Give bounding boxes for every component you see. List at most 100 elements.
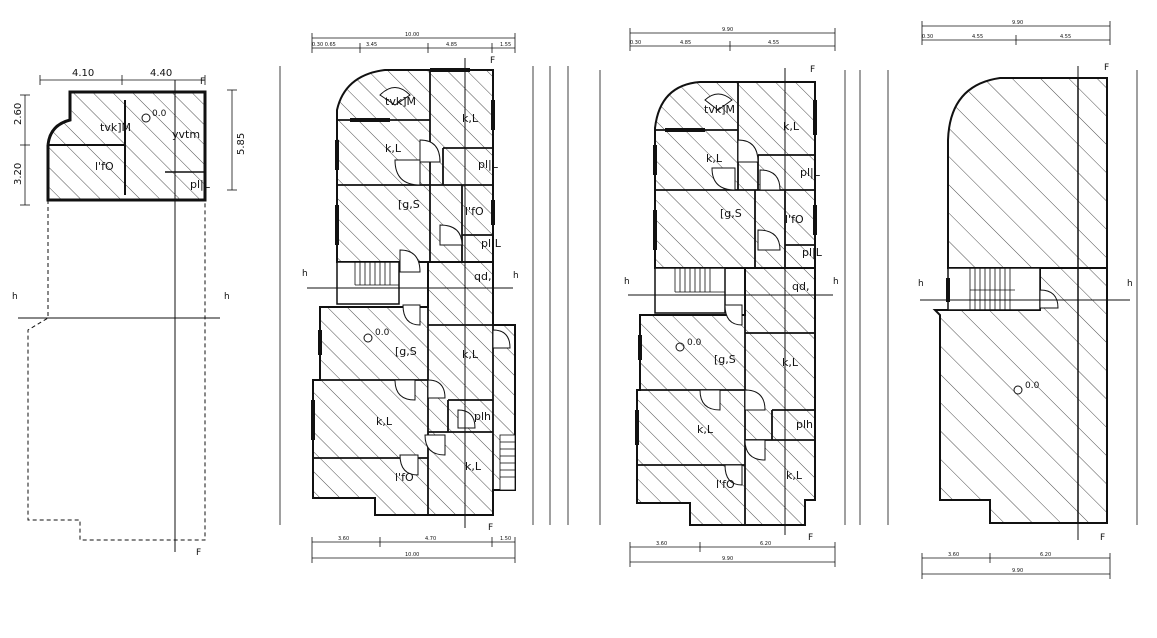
plan2-room-label: pl|L [481,237,502,250]
plan3-section-f-top: F [810,65,815,75]
plan2-dim-top: 3.45 [366,42,377,48]
plan1-dim-left-1: 2.60 [13,103,24,125]
plan1-section-h-right: h [224,292,230,302]
plan4-dim-top: 0.30 [922,34,933,40]
plan1-room-label: tvk]M [100,121,131,134]
plan3-room-label: l'fO [716,478,735,491]
plan3-dim-top: 4.85 [680,40,691,46]
plan2-dim-top: 0.30 0.65 [312,42,336,48]
plan2-room-label: k,L [462,112,479,125]
plan3-room-label: [g,S [714,353,736,366]
plan2-room-label: qd, [474,270,491,283]
plan4-section-f-bottom: F [1100,533,1105,543]
plan4-section-f-top: F [1104,63,1109,73]
plan-3 [599,28,861,567]
plan-2 [279,33,569,563]
plan3-section-h-right: h [833,277,839,287]
plan1-dim-right: 5.85 [236,133,247,155]
plan2-level-marker [363,333,373,343]
plan3-dim-bottom: 3.60 [656,541,667,547]
plan1-section-h-left: h [12,292,18,302]
plan3-section-h-left: h [624,277,630,287]
plan4-dim-top: 4.55 [1060,34,1071,40]
plan3-room-label: [g,S [720,207,742,220]
plan3-section-f-bottom: F [808,533,813,543]
plan1-level-label: 0.0 [152,109,167,119]
plan3-room-label: k,L [786,469,803,482]
plan2-room-label: pl|L [478,158,499,171]
plan2-dim-bottom: 3.60 [338,536,349,542]
plan3-door-swings [699,93,781,486]
plan3-room-label: l'fO [785,213,804,226]
plan4-stair-steps [969,268,1015,310]
plan3-top-dimensions [629,28,836,51]
plan3-dim-total-top: 9.90 [722,27,733,33]
plan2-dim-bottom: 4.70 [425,536,436,542]
plan2-dim-total-bottom: 10.00 [405,552,419,558]
plan3-dim-total-bottom: 9.90 [722,556,733,562]
plan3-stair-steps [674,268,725,293]
plan3-bottom-dimensions [629,542,836,567]
plan2-stair [336,261,400,305]
plan3-dim-bottom: 6.20 [760,541,771,547]
plan3-room-label: k,L [783,120,800,133]
plan4-side-dimensions [887,70,1138,525]
plan1-dim-top-2: 4.40 [150,68,172,79]
plan4-dim-total-bottom: 9.90 [1012,568,1023,574]
plan4-level-marker [1013,385,1023,395]
plan1-level-marker [141,113,151,123]
plan2-dim-bottom: 1.50 [500,536,511,542]
plan3-room-label: k,L [697,423,714,436]
plan2-room-label: l'fO [465,205,484,218]
plan1-room-label: pl|L [190,178,211,191]
plan2-bottom-dimensions [311,537,516,563]
plan-4 [887,21,1138,579]
plan3-room-label: k,L [782,356,799,369]
plan2-windows [311,68,495,440]
plan4-level-label: 0.0 [1025,381,1040,391]
plan2-room-label: plh [474,410,491,423]
plan2-dim-top: 4.85 [446,42,457,48]
plan2-room-label: tvk]M [385,95,416,108]
plan1-section-f-top: F [200,77,205,87]
plan1-dashed-outline [27,200,206,541]
plan2-top-dimensions [311,33,516,53]
plan1-dim-top-1: 4.10 [72,68,94,79]
plan4-dim-bottom: 3.60 [948,552,959,558]
plan2-room-label: k,L [385,142,402,155]
plan3-dim-top: 0.30 [630,40,641,46]
plan1-left-dimension [20,94,30,206]
plan2-level-label: 0.0 [375,328,390,338]
plan3-room-label: plh [796,418,813,431]
plan4-stair [947,267,1041,311]
plan4-upper-block [947,77,1108,269]
plan2-stair-steps [354,262,399,286]
plan4-section-h-left: h [918,279,924,289]
plan4-dim-top: 4.55 [972,34,983,40]
plan1-outer-wall [46,90,207,202]
plan3-dim-top: 4.55 [768,40,779,46]
plan2-room-label: [g,S [398,198,420,211]
plan2-room-label: k,L [462,348,479,361]
plan4-dim-bottom: 6.20 [1040,552,1051,558]
plan2-section-h-left: h [302,269,308,279]
plan4-bottom-dimensions [921,553,1111,579]
plan2-side-dimensions [279,66,569,525]
plan3-level-marker [675,342,685,352]
plan2-room-label: k,L [376,415,393,428]
plan2-dim-total-top: 10.00 [405,32,419,38]
plan1-section-f-bottom: F [196,548,201,558]
plan2-dim-top: 1.55 [500,42,511,48]
plan3-windows [635,100,817,445]
plan2-room-label: k,L [465,460,482,473]
plan-1 [18,75,237,552]
plan2-room-label: [g,S [395,345,417,358]
plan1-top-dimension [39,75,206,85]
plan4-top-dimensions [921,21,1111,45]
plan3-room-label: pl|L [800,166,821,179]
plan2-section-h-right: h [513,271,519,281]
plan2-door-swings [379,87,511,476]
plan1-dim-left-2: 3.20 [13,163,24,185]
plan3-room-label: tvk]M [704,103,735,116]
